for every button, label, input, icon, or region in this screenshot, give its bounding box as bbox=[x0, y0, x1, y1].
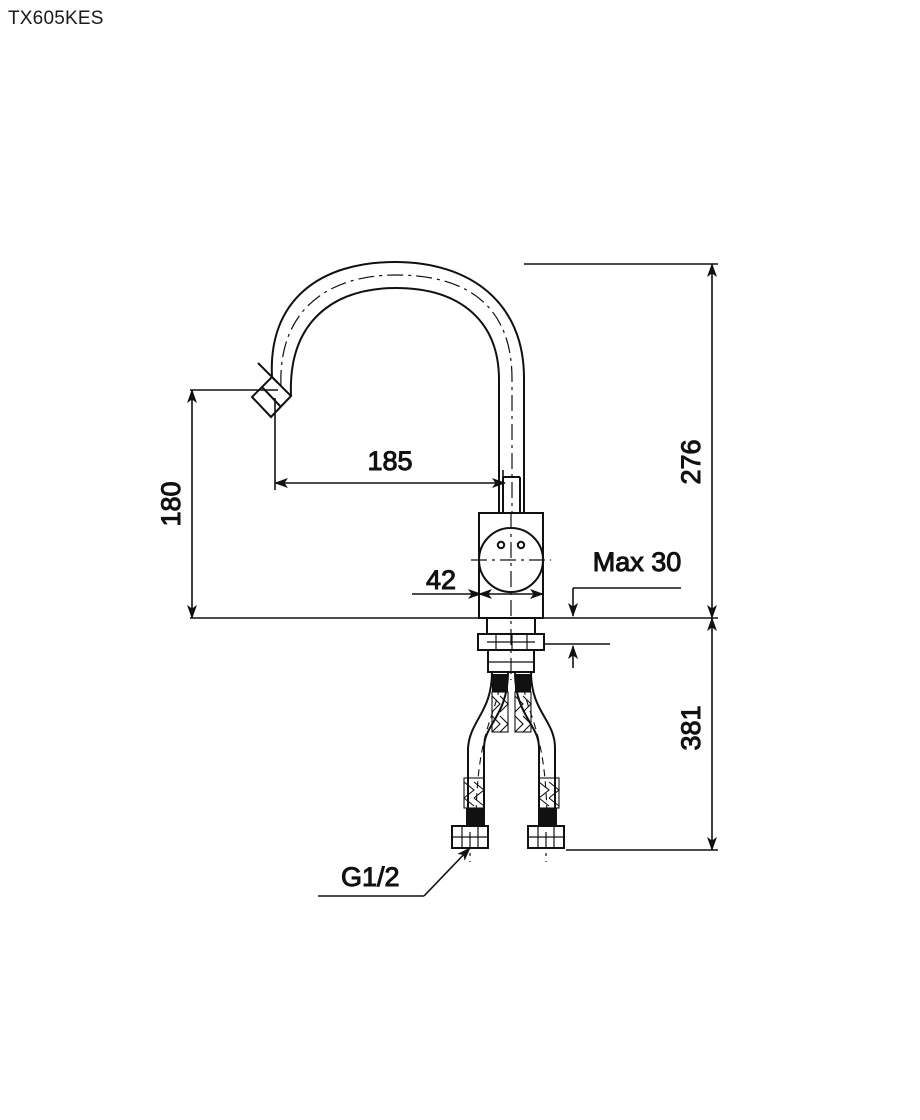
spout-outer-arc bbox=[270, 260, 525, 488]
dim-hose-length bbox=[566, 617, 718, 851]
hose-crimp-collars bbox=[466, 674, 557, 826]
hose-right bbox=[514, 671, 556, 827]
dim-label-hose-length: 381 bbox=[676, 705, 706, 750]
dim-deck-thickness bbox=[545, 587, 681, 668]
dim-spout-reach bbox=[274, 398, 506, 492]
dim-spout-height bbox=[187, 389, 278, 619]
dim-label-deck-thickness: Max 30 bbox=[593, 547, 682, 577]
dim-label-inlet-thread: G1/2 bbox=[341, 862, 400, 892]
page-title: TX605KES bbox=[8, 8, 104, 29]
dim-overall-height bbox=[524, 263, 718, 619]
leader-inlet-thread bbox=[318, 847, 471, 897]
dim-label-spout-reach: 185 bbox=[367, 446, 412, 476]
dim-label-spout-height: 180 bbox=[156, 481, 186, 526]
hose-braid-texture bbox=[463, 691, 560, 809]
hose-left bbox=[467, 671, 509, 827]
flexible-hoses bbox=[451, 671, 565, 849]
spout-inner-arc bbox=[289, 286, 500, 488]
centre-lines bbox=[280, 274, 551, 862]
dim-label-overall-height: 276 bbox=[676, 439, 706, 484]
dim-label-body-width: 42 bbox=[426, 565, 456, 595]
